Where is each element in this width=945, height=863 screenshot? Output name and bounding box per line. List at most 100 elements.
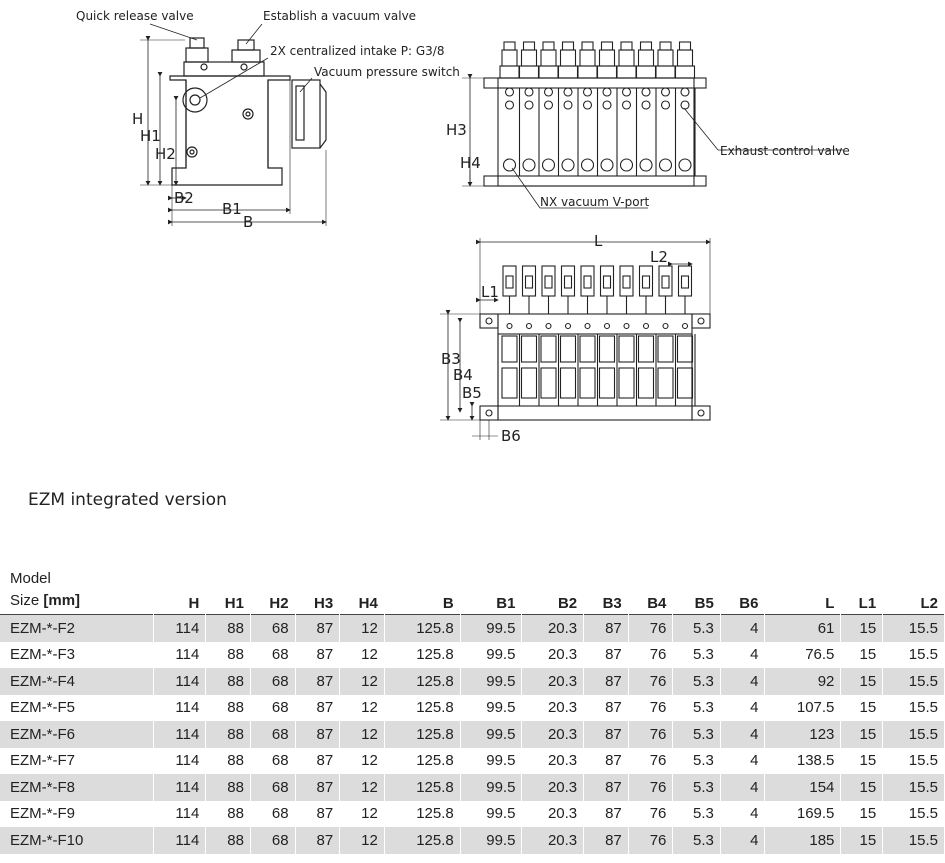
value-cell: 15 bbox=[840, 694, 884, 721]
value-cell: 4 bbox=[720, 747, 766, 774]
value-cell: 76 bbox=[628, 800, 674, 827]
value-cell: 99.5 bbox=[460, 721, 523, 748]
dim-h1: H1 bbox=[140, 127, 161, 145]
value-cell: 87 bbox=[295, 774, 341, 801]
value-cell: 125.8 bbox=[384, 774, 461, 801]
value-cell: 87 bbox=[295, 668, 341, 695]
col-header: B3 bbox=[583, 568, 629, 615]
value-cell: 114 bbox=[153, 774, 207, 801]
value-cell: 12 bbox=[339, 694, 385, 721]
value-cell: 87 bbox=[295, 694, 341, 721]
value-cell: 92 bbox=[764, 668, 842, 695]
value-cell: 123 bbox=[764, 721, 842, 748]
value-cell: 154 bbox=[764, 774, 842, 801]
dim-h: H bbox=[132, 110, 143, 128]
col-header: B bbox=[384, 568, 461, 615]
value-cell: 5.3 bbox=[672, 800, 721, 827]
value-cell: 12 bbox=[339, 800, 385, 827]
value-cell: 76 bbox=[628, 694, 674, 721]
dimension-table: Model Size [mm] H H1 H2 H3 H4 B B1 B2 B3… bbox=[0, 568, 945, 854]
value-cell: 12 bbox=[339, 747, 385, 774]
valve-module bbox=[655, 41, 677, 176]
value-cell: 76.5 bbox=[764, 641, 842, 668]
valve-module bbox=[657, 265, 677, 406]
table-corner-header: Model Size [mm] bbox=[0, 568, 153, 615]
table-header-row: Model Size [mm] H H1 H2 H3 H4 B B1 B2 B3… bbox=[0, 568, 945, 615]
dim-b6: B6 bbox=[501, 427, 521, 445]
col-header: B5 bbox=[672, 568, 721, 615]
value-cell: 169.5 bbox=[764, 800, 842, 827]
col-header: B4 bbox=[628, 568, 674, 615]
value-cell: 20.3 bbox=[521, 614, 585, 642]
dim-h2: H2 bbox=[155, 145, 176, 163]
value-cell: 88 bbox=[205, 827, 251, 854]
col-header: H4 bbox=[339, 568, 385, 615]
value-cell: 107.5 bbox=[764, 694, 842, 721]
value-cell: 15 bbox=[840, 721, 884, 748]
value-cell: 87 bbox=[583, 800, 629, 827]
top-view-drawing bbox=[440, 238, 711, 440]
callout-vacuum-pressure-switch: Vacuum pressure switch bbox=[314, 65, 460, 79]
value-cell: 87 bbox=[583, 694, 629, 721]
value-cell: 68 bbox=[250, 721, 296, 748]
value-cell: 76 bbox=[628, 747, 674, 774]
value-cell: 15.5 bbox=[882, 747, 945, 774]
model-cell: EZM-*-F8 bbox=[0, 774, 154, 801]
valve-module bbox=[540, 265, 560, 406]
valve-module bbox=[676, 265, 696, 406]
value-cell: 5.3 bbox=[672, 668, 721, 695]
dim-b3: B3 bbox=[441, 350, 461, 368]
value-cell: 4 bbox=[720, 668, 766, 695]
value-cell: 87 bbox=[295, 721, 341, 748]
value-cell: 5.3 bbox=[672, 614, 721, 642]
value-cell: 15 bbox=[840, 641, 884, 668]
value-cell: 20.3 bbox=[521, 800, 585, 827]
valve-module bbox=[637, 265, 657, 406]
valve-module bbox=[598, 265, 618, 406]
valve-module bbox=[520, 265, 540, 406]
value-cell: 125.8 bbox=[384, 827, 461, 854]
value-cell: 88 bbox=[205, 614, 251, 642]
value-cell: 88 bbox=[205, 668, 251, 695]
value-cell: 76 bbox=[628, 641, 674, 668]
value-cell: 76 bbox=[628, 721, 674, 748]
value-cell: 76 bbox=[628, 827, 674, 854]
model-cell: EZM-*-F9 bbox=[0, 800, 154, 827]
model-cell: EZM-*-F3 bbox=[0, 641, 154, 668]
value-cell: 4 bbox=[720, 827, 766, 854]
value-cell: 114 bbox=[153, 721, 207, 748]
technical-drawings: Quick release valve Establish a vacuum v… bbox=[76, 9, 850, 445]
callout-centralized-intake: 2X centralized intake P: G3/8 bbox=[270, 44, 444, 58]
side-view-drawing bbox=[140, 23, 327, 226]
model-cell: EZM-*-F7 bbox=[0, 747, 154, 774]
value-cell: 87 bbox=[583, 827, 629, 854]
value-cell: 15.5 bbox=[882, 774, 945, 801]
value-cell: 15.5 bbox=[882, 827, 945, 854]
value-cell: 114 bbox=[153, 694, 207, 721]
value-cell: 20.3 bbox=[521, 641, 585, 668]
value-cell: 87 bbox=[583, 774, 629, 801]
value-cell: 4 bbox=[720, 641, 766, 668]
value-cell: 87 bbox=[295, 800, 341, 827]
value-cell: 99.5 bbox=[460, 668, 523, 695]
value-cell: 114 bbox=[153, 668, 207, 695]
value-cell: 68 bbox=[250, 800, 296, 827]
front-view-drawing bbox=[462, 41, 844, 209]
value-cell: 87 bbox=[583, 721, 629, 748]
value-cell: 138.5 bbox=[764, 747, 842, 774]
value-cell: 4 bbox=[720, 614, 766, 642]
value-cell: 12 bbox=[339, 721, 385, 748]
value-cell: 76 bbox=[628, 774, 674, 801]
value-cell: 99.5 bbox=[460, 614, 523, 642]
unit-label: [mm] bbox=[43, 592, 81, 609]
value-cell: 114 bbox=[153, 800, 207, 827]
value-cell: 76 bbox=[628, 614, 674, 642]
value-cell: 4 bbox=[720, 800, 766, 827]
model-cell: EZM-*-F4 bbox=[0, 668, 154, 695]
